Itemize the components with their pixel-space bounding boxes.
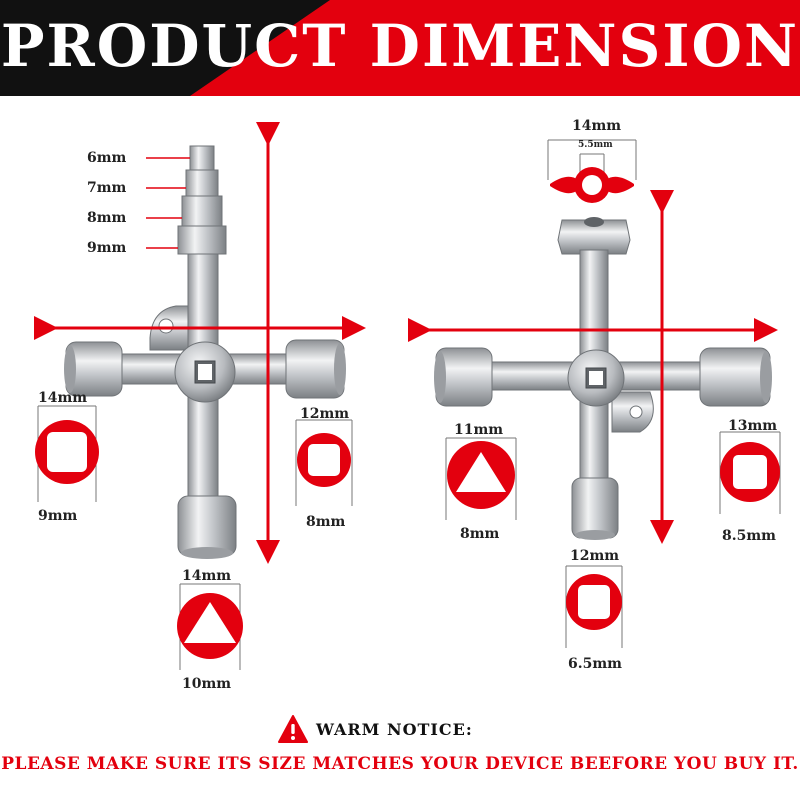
notice-message: PLEASE MAKE SURE ITS SIZE MATCHES YOUR D… — [1, 754, 799, 774]
left-key-bottom-socket-outer-label: 14mm — [182, 568, 232, 584]
right-key-right-socket-icon — [719, 431, 781, 514]
right-key-bottom-socket-icon — [565, 565, 623, 648]
right-key-right-socket-outer-label: 13mm — [728, 418, 778, 434]
left-key-left-socket-inner-label: 9mm — [38, 508, 78, 524]
step-label-9mm: 9mm — [87, 240, 127, 256]
page-title: PRODUCT DIMENSION — [0, 12, 800, 80]
right-key-left-socket-outer-label: 11mm — [454, 422, 504, 438]
right-key-right-socket-inner-label: 8.5mm — [722, 528, 776, 544]
right-key-bottom-socket-inner-label: 6.5mm — [568, 656, 622, 672]
step-leader-lines — [146, 157, 190, 249]
right-key-bottom-socket-outer-label: 12mm — [570, 548, 620, 564]
product-illustration — [34, 122, 781, 670]
step-label-6mm: 6mm — [87, 150, 127, 166]
step-label-7mm: 7mm — [87, 180, 127, 196]
left-cross-key — [64, 145, 346, 559]
notice-header: WARM NOTICE: — [278, 714, 473, 744]
notice-title: WARM NOTICE: — [316, 719, 473, 739]
left-key-right-socket-icon — [295, 419, 353, 506]
left-key-bottom-socket-inner-label: 10mm — [182, 676, 232, 692]
warm-notice: WARM NOTICE: PLEASE MAKE SURE ITS SIZE M… — [0, 714, 800, 800]
right-key-top-tool-icon — [547, 139, 637, 203]
left-key-right-socket-outer-label: 12mm — [300, 406, 350, 422]
header-banner: PRODUCT DIMENSION — [0, 0, 800, 96]
step-label-8mm: 8mm — [87, 210, 127, 226]
left-key-stepped-tip — [177, 145, 227, 255]
right-key-left-socket-icon — [445, 437, 517, 520]
left-key-bottom-socket-icon — [177, 583, 243, 670]
right-key-left-socket-inner-label: 8mm — [460, 526, 500, 542]
product-stage: 6mm 7mm 8mm 9mm 14mm 9mm 12mm 8mm 14mm 1… — [0, 96, 800, 716]
banner-background — [0, 0, 800, 96]
left-key-left-socket-icon — [35, 405, 99, 502]
right-key-top-tool-inner-label: 5.5mm — [578, 140, 613, 150]
left-key-right-socket-inner-label: 8mm — [306, 514, 346, 530]
right-key-top-tool-outer-label: 14mm — [572, 118, 622, 134]
left-key-left-socket-outer-label: 14mm — [38, 390, 88, 406]
warning-icon — [278, 715, 308, 743]
